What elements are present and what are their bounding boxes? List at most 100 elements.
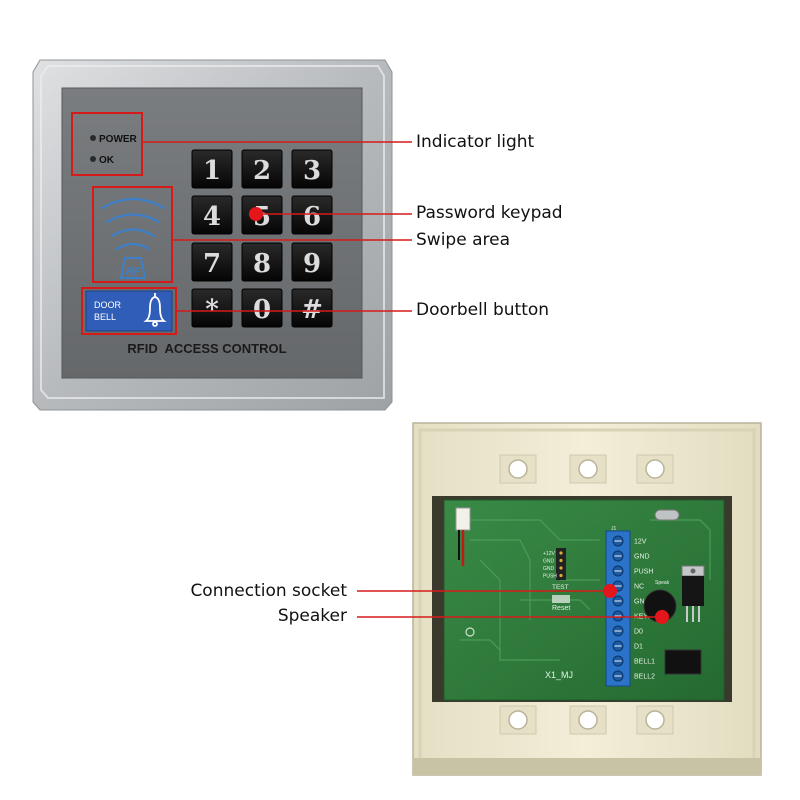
mounting-hole-icon bbox=[578, 710, 598, 730]
terminal-label: NC bbox=[634, 584, 644, 591]
key-label: 4 bbox=[203, 202, 221, 232]
key-4-button: 4 bbox=[191, 195, 233, 235]
keypad-bezel-highlight bbox=[40, 65, 385, 399]
ok-led-label: OK bbox=[99, 155, 115, 166]
terminal-label: BELL2 bbox=[634, 674, 655, 681]
key-cap bbox=[241, 242, 283, 282]
key-cap bbox=[291, 242, 333, 282]
terminal-screw: GND bbox=[612, 595, 650, 607]
key-cap bbox=[191, 242, 233, 282]
doorbell-label-line1: DOOR bbox=[94, 300, 122, 310]
test-pin bbox=[559, 573, 563, 578]
speaker-dot bbox=[655, 610, 669, 624]
terminal-screw: GND bbox=[612, 550, 650, 562]
callout-password-keypad: Password keypad bbox=[416, 203, 563, 223]
mounting-hole-icon bbox=[508, 710, 528, 730]
doorbell-button bbox=[85, 290, 173, 332]
key-12-button: # bbox=[291, 288, 333, 328]
bell-icon bbox=[143, 293, 167, 327]
test-pin bbox=[559, 558, 563, 563]
key-10-button: * bbox=[191, 288, 233, 328]
regulator-body bbox=[682, 576, 704, 606]
terminal-label: GND bbox=[634, 599, 650, 606]
key-7-button: 7 bbox=[191, 242, 233, 282]
key-label: 0 bbox=[253, 295, 271, 325]
terminal-label: D0 bbox=[634, 629, 643, 636]
key-label: # bbox=[301, 295, 323, 325]
key-cap bbox=[191, 195, 233, 235]
key-2-button: 2 bbox=[241, 149, 283, 189]
callout-connection-socket: Connection socket bbox=[190, 581, 347, 601]
keypad-keys: 123456789*0# bbox=[191, 149, 333, 328]
mounting-hole-icon bbox=[578, 459, 598, 479]
test-pin-label: GND bbox=[543, 559, 555, 565]
relay-component bbox=[664, 649, 702, 675]
power-led-label: POWER bbox=[99, 134, 138, 145]
key-3-button: 3 bbox=[291, 149, 333, 189]
mounting-hole-icon bbox=[645, 710, 665, 730]
regulator-hole bbox=[690, 568, 696, 574]
key-8-button: 8 bbox=[241, 242, 283, 282]
indicator-light-highlight-box bbox=[71, 112, 143, 176]
terminal-screw: BELL2 bbox=[612, 670, 655, 682]
key-label: 7 bbox=[203, 249, 221, 279]
key-cap bbox=[291, 195, 333, 235]
callout-doorbell-button: Doorbell button bbox=[416, 300, 550, 320]
pcb-traces bbox=[460, 519, 711, 661]
terminal-label: GND bbox=[634, 554, 650, 561]
key-cap bbox=[241, 288, 283, 328]
test-pin bbox=[559, 551, 563, 555]
key-cap bbox=[191, 149, 233, 189]
crystal-component bbox=[654, 509, 680, 521]
key-cap bbox=[241, 149, 283, 189]
terminal-screw: D1 bbox=[612, 640, 643, 652]
rf-badge-label: RF bbox=[126, 266, 141, 278]
terminal-screw: BELL1 bbox=[612, 655, 655, 667]
pcb-logo-icon bbox=[465, 627, 475, 637]
rf-badge-icon bbox=[119, 257, 147, 279]
terminal-screw: 12V bbox=[612, 535, 647, 547]
key-label: 2 bbox=[253, 156, 271, 186]
key-cap bbox=[291, 149, 333, 189]
callout-indicator-light: Indicator light bbox=[416, 132, 535, 152]
key-label: 9 bbox=[303, 249, 321, 279]
key-label: 8 bbox=[253, 249, 271, 279]
terminal-label: BELL1 bbox=[634, 659, 655, 666]
key-cap bbox=[191, 288, 233, 328]
key-1-button: 1 bbox=[191, 149, 233, 189]
power-led-icon bbox=[90, 135, 96, 141]
ok-led-icon bbox=[90, 156, 96, 162]
callouts bbox=[71, 112, 669, 624]
test-header bbox=[556, 548, 566, 580]
test-pin-label: +12V bbox=[543, 551, 555, 557]
mounting-hole-icon bbox=[645, 459, 665, 479]
terminal-screw: D0 bbox=[612, 625, 643, 637]
front-keypad-photo: POWER OK RF DOOR BELL RFID ACCESS CONTRO… bbox=[32, 59, 393, 411]
rfid-wave-icon bbox=[100, 198, 166, 251]
key-label: 6 bbox=[303, 202, 321, 232]
terminal-screw: PUSH bbox=[612, 565, 653, 577]
test-pin-label: PUSH bbox=[543, 574, 557, 580]
mounting-hole-icon bbox=[508, 459, 528, 479]
key-9-button: 9 bbox=[291, 242, 333, 282]
connector-label: J1 bbox=[611, 526, 617, 532]
speaker-label: Speak bbox=[655, 580, 670, 586]
wire-connector bbox=[455, 507, 471, 531]
key-label: 1 bbox=[203, 156, 221, 186]
test-pin-label: GND bbox=[543, 566, 555, 572]
reset-pad bbox=[552, 595, 570, 603]
regulator-legs bbox=[686, 606, 700, 622]
terminal-label: PUSH bbox=[634, 569, 653, 576]
mounting-holes bbox=[499, 454, 674, 735]
key-6-button: 6 bbox=[291, 195, 333, 235]
swipe-area-highlight-box bbox=[92, 186, 173, 283]
key-cap bbox=[291, 288, 333, 328]
key-11-button: 0 bbox=[241, 288, 283, 328]
callout-speaker: Speaker bbox=[277, 606, 347, 626]
test-pin bbox=[559, 566, 563, 570]
key-label: 3 bbox=[303, 156, 321, 186]
board-label: X1_MJ bbox=[545, 670, 573, 680]
